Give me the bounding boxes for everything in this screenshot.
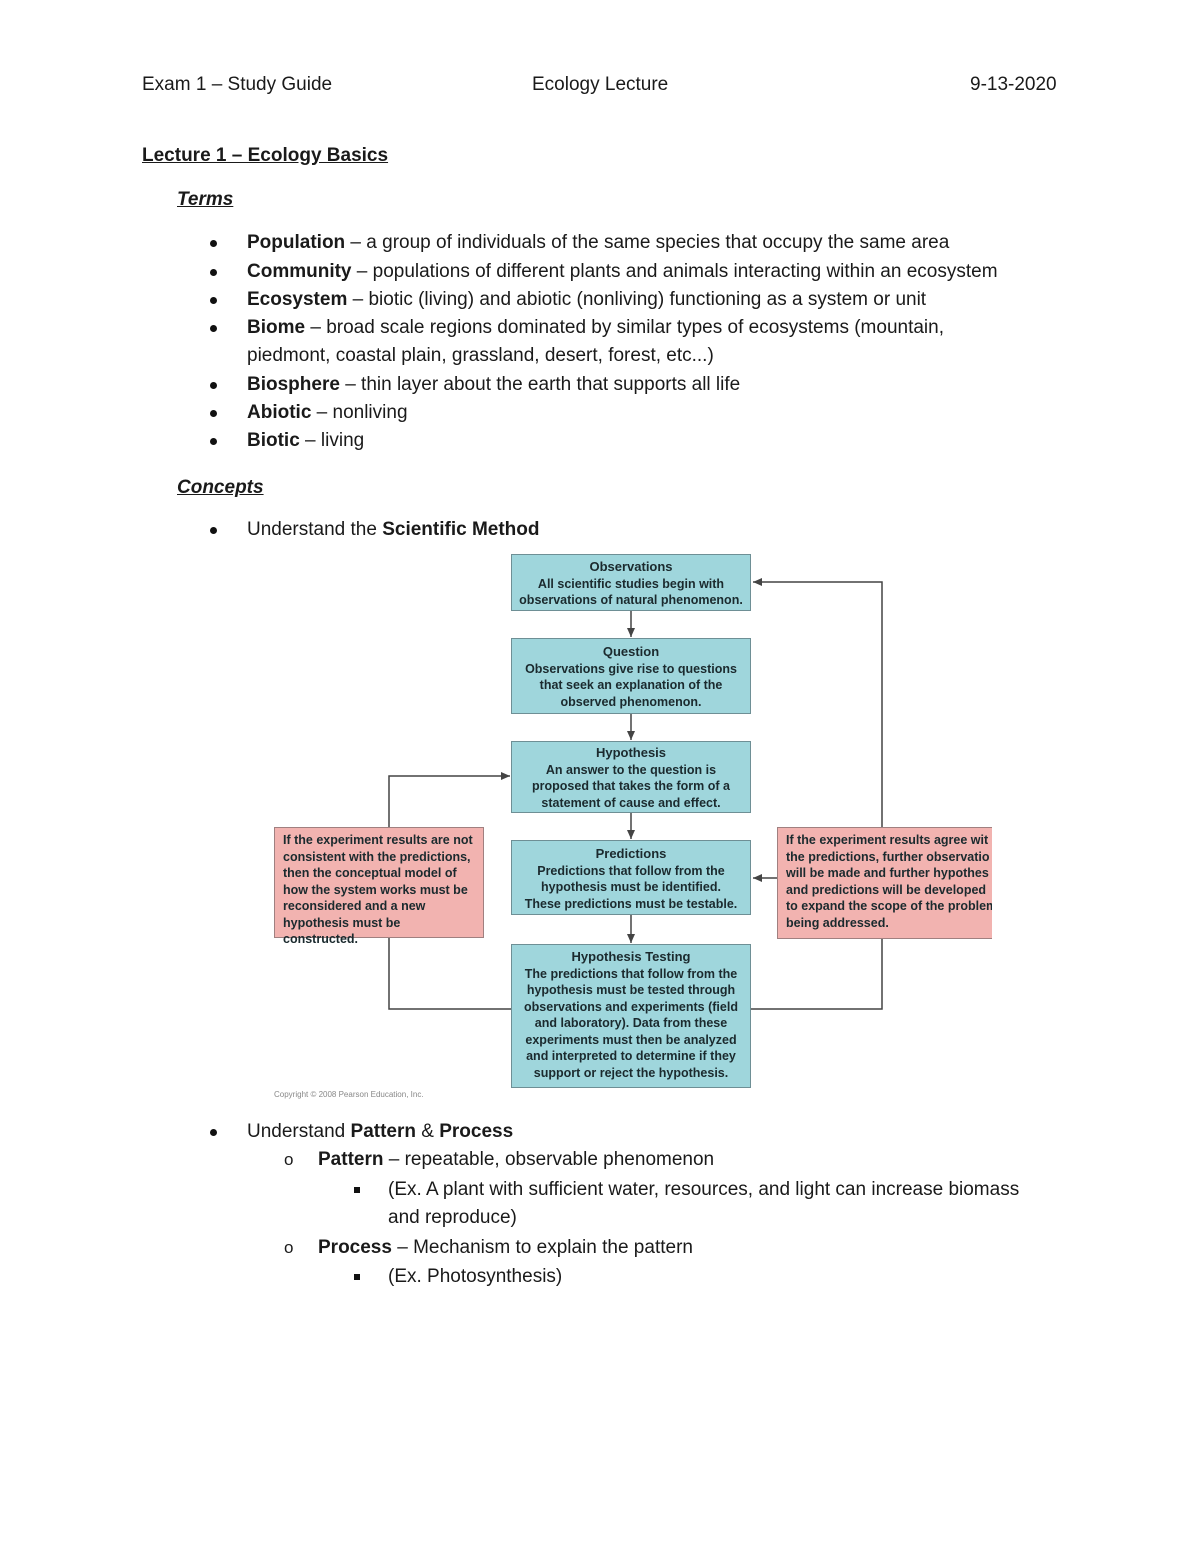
- concept-pattern-process: Understand Pattern & Process: [247, 1121, 514, 1142]
- loop-right-lower: [751, 939, 883, 1010]
- term-community: Community – populations of different pla…: [247, 261, 998, 282]
- square-bullet-icon: [354, 1274, 360, 1280]
- header-right: 9-13-2020: [970, 74, 1057, 95]
- term-biome-continued: piedmont, coastal plain, grassland, dese…: [247, 345, 714, 366]
- term-ecosystem: Ecosystem – biotic (living) and abiotic …: [247, 289, 927, 310]
- bullet-icon: [210, 325, 217, 332]
- bullet-icon: [210, 269, 217, 276]
- bullet-icon: [210, 240, 217, 247]
- copyright-note: Copyright © 2008 Pearson Education, Inc.: [274, 1090, 424, 1099]
- sub-bullet-icon: o: [284, 1150, 294, 1169]
- observations-box: Observations All scientific studies begi…: [511, 554, 751, 611]
- lecture-title: Lecture 1 – Ecology Basics: [142, 145, 389, 166]
- bullet-icon: [210, 438, 217, 445]
- term-biome: Biome – broad scale regions dominated by…: [247, 317, 944, 338]
- term-abiotic: Abiotic – nonliving: [247, 402, 408, 423]
- predictions-box: Predictions Predictions that follow from…: [511, 840, 751, 915]
- terms-heading: Terms: [177, 189, 234, 210]
- diagram-connectors: [388, 578, 883, 1010]
- hypothesis-testing-box: Hypothesis Testing The predictions that …: [511, 944, 751, 1088]
- results-agree-box: If the experiment results agree wit the …: [777, 827, 992, 939]
- loop-left-upper: [388, 772, 510, 827]
- bullet-icon: [210, 527, 217, 534]
- header-left: Exam 1 – Study Guide: [142, 74, 333, 95]
- concepts-heading: Concepts: [177, 477, 264, 498]
- term-biotic: Biotic – living: [247, 430, 365, 451]
- process-example: (Ex. Photosynthesis): [388, 1266, 563, 1287]
- bullet-icon: [210, 410, 217, 417]
- bullet-icon: [210, 297, 217, 304]
- question-box: Question Observations give rise to quest…: [511, 638, 751, 714]
- hypothesis-box: Hypothesis An answer to the question is …: [511, 741, 751, 813]
- header-center: Ecology Lecture: [532, 74, 669, 95]
- pattern-example-continued: and reproduce): [388, 1207, 517, 1228]
- process-definition: Process – Mechanism to explain the patte…: [318, 1237, 693, 1258]
- square-bullet-icon: [354, 1187, 360, 1193]
- concept-scientific-method: Understand the Scientific Method: [247, 519, 540, 540]
- loop-right-upper: [753, 578, 883, 827]
- scientific-method-diagram: Observations All scientific studies begi…: [272, 550, 992, 1102]
- loop-left-lower: [388, 938, 511, 1010]
- bullet-icon: [210, 382, 217, 389]
- pattern-example: (Ex. A plant with sufficient water, reso…: [388, 1179, 1020, 1200]
- results-not-consistent-box: If the experiment results are not consis…: [274, 827, 484, 946]
- term-biosphere: Biosphere – thin layer about the earth t…: [247, 374, 741, 395]
- term-population: Population – a group of individuals of t…: [247, 232, 950, 253]
- bullet-icon: [210, 1129, 217, 1136]
- pattern-definition: Pattern – repeatable, observable phenome…: [318, 1149, 715, 1170]
- sub-bullet-icon: o: [284, 1238, 294, 1257]
